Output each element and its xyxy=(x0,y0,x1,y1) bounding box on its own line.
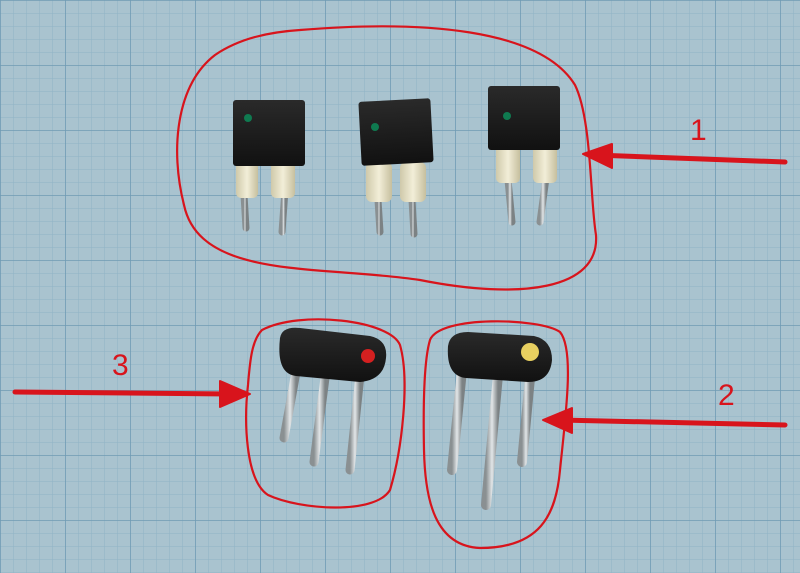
circle-group-2 xyxy=(422,320,570,550)
arrow-group-3 xyxy=(12,389,233,397)
circle-group-3 xyxy=(245,318,406,509)
component-1b xyxy=(358,98,434,238)
red-marker-dot xyxy=(361,349,375,363)
yellow-marker-dot xyxy=(521,343,539,361)
green-led-dot xyxy=(244,114,252,122)
component-1a xyxy=(233,100,305,236)
circle-group-1 xyxy=(176,25,598,291)
green-led-dot xyxy=(503,112,511,120)
component-group-2 xyxy=(447,332,552,510)
label-group-2: 2 xyxy=(718,379,735,412)
component-1c xyxy=(488,86,560,226)
component-group-3 xyxy=(279,327,387,475)
arrow-group-1 xyxy=(592,152,788,165)
annotation-layer xyxy=(12,25,788,550)
arrow-group-2 xyxy=(557,417,788,428)
label-group-1: 1 xyxy=(690,114,707,147)
component-group-1 xyxy=(233,86,560,238)
label-group-3: 3 xyxy=(112,349,129,382)
green-led-dot xyxy=(371,123,379,131)
